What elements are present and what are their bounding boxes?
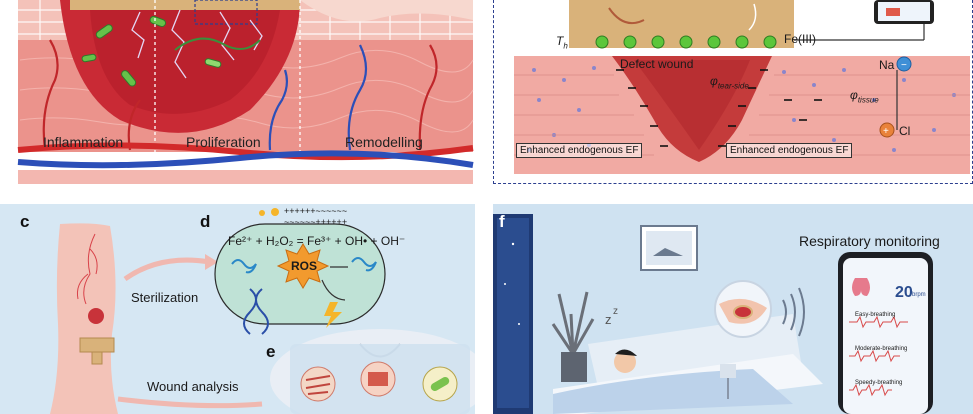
panel-a-illustration	[17, 0, 474, 184]
electric-field-lines	[131, 9, 263, 79]
respiratory-title: Respiratory monitoring	[799, 233, 940, 249]
hypodermis-layer	[18, 170, 473, 184]
mode-easy: Easy-breathing	[855, 312, 896, 318]
hydrogel-patch	[70, 0, 300, 10]
cl-label: Cl	[899, 124, 911, 138]
mode-moderate: Moderate-breathing	[855, 346, 908, 352]
hydrogel-arrow	[608, 7, 645, 24]
wound-inner-shade	[90, 10, 280, 114]
phi-tear-side-label: φtear-side	[710, 74, 749, 91]
remodelling-surface	[300, 0, 473, 22]
panel-b-illustration: − +	[514, 0, 970, 174]
selection-box	[194, 0, 258, 25]
light-source-icon	[271, 208, 279, 216]
leg	[50, 223, 118, 414]
th-label: Th	[556, 34, 568, 51]
svg-text:+: +	[883, 126, 889, 137]
protein-icon-right	[351, 257, 377, 272]
charges-top: ++++++~~~~~~	[284, 206, 348, 216]
svg-text:z: z	[613, 306, 618, 317]
breathing-waveforms	[849, 315, 908, 397]
lungs-icon	[852, 278, 870, 296]
wound-analysis-label: Wound analysis	[147, 379, 239, 394]
phi-tissue-label: φtissue	[850, 88, 879, 105]
wrist-patch	[733, 305, 753, 319]
phone-screen	[843, 258, 928, 414]
panel-c-letter: c	[20, 212, 30, 231]
leg-veins	[77, 233, 98, 305]
ros-burst	[276, 243, 330, 289]
panel-f-illustration: z z	[493, 214, 933, 414]
leg-wound	[88, 308, 104, 324]
negative-charges	[616, 69, 822, 147]
ef-label-right: Enhanced endogenous EF	[726, 143, 853, 158]
leg-patch	[79, 337, 115, 353]
wireless-signal-icon	[782, 287, 805, 337]
charges-bottom: ~~~~~~++++++	[284, 217, 348, 227]
ef-label-left: Enhanced endogenous EF	[516, 143, 643, 158]
defect-wound-label: Defect wound	[620, 57, 694, 71]
bacteria-group	[81, 15, 222, 87]
rate-value: 20	[895, 284, 913, 301]
svg-text:−: −	[901, 60, 907, 71]
sterilization-label: Sterilization	[131, 290, 199, 305]
stage-label-inflammation: Inflammation	[43, 134, 124, 150]
dna-icon	[243, 288, 269, 335]
panel-f-letter: f	[499, 212, 505, 231]
na-ion	[896, 56, 912, 72]
potted-plant	[551, 291, 595, 382]
hydrogel-curve	[748, 3, 757, 31]
vein-horizontal	[17, 150, 474, 169]
bedside-lamp	[720, 364, 736, 399]
panel-d-letter: d	[200, 212, 211, 231]
light-source-icon-2	[259, 210, 265, 216]
panel-b-endogenous-ef: − + Th Fe(III) Defect wound φtear-side φ…	[493, 0, 973, 184]
leg-patch-stem	[91, 351, 103, 365]
blanket	[553, 369, 793, 414]
stage-label-proliferation: Proliferation	[186, 134, 261, 150]
panel-cde-clinical: c d e Sterilization Wound analysis +++++…	[0, 204, 475, 414]
panel-a-wound-healing-stages: Inflammation Proliferation Remodelling	[0, 0, 475, 184]
tablet-device	[794, 0, 934, 41]
fe-iii-label: Fe(III)	[784, 32, 816, 46]
sleep-z-icon: z	[605, 312, 612, 327]
fe-ions	[595, 35, 777, 49]
sterilization-arrow	[123, 257, 211, 282]
wound-depth-shade	[634, 60, 750, 150]
stage-label-remodelling: Remodelling	[345, 134, 423, 150]
tissue-repair-line	[174, 37, 261, 51]
lightning-icon	[324, 302, 342, 328]
tissue-outlines	[514, 74, 970, 156]
rate-unit: brpm	[912, 292, 926, 298]
sleeping-person-head	[614, 351, 636, 373]
analysis-arrow	[117, 396, 263, 409]
fenton-equation: Fe²⁺ + H₂O₂ = Fe³⁺ + OH• + OH⁻	[228, 234, 406, 248]
mode-speedy: Speedy-breathing	[855, 380, 903, 386]
protein-icon-left	[231, 259, 257, 274]
na-label: Na	[879, 58, 895, 72]
panel-e-letter: e	[266, 342, 276, 361]
cl-ion	[879, 122, 895, 138]
ros-label: ROS	[291, 259, 318, 273]
panel-f-respiratory: z z f Respiratory monitoring 20	[493, 204, 973, 414]
panel-cde-illustration	[50, 208, 475, 414]
wall-picture	[640, 225, 698, 271]
